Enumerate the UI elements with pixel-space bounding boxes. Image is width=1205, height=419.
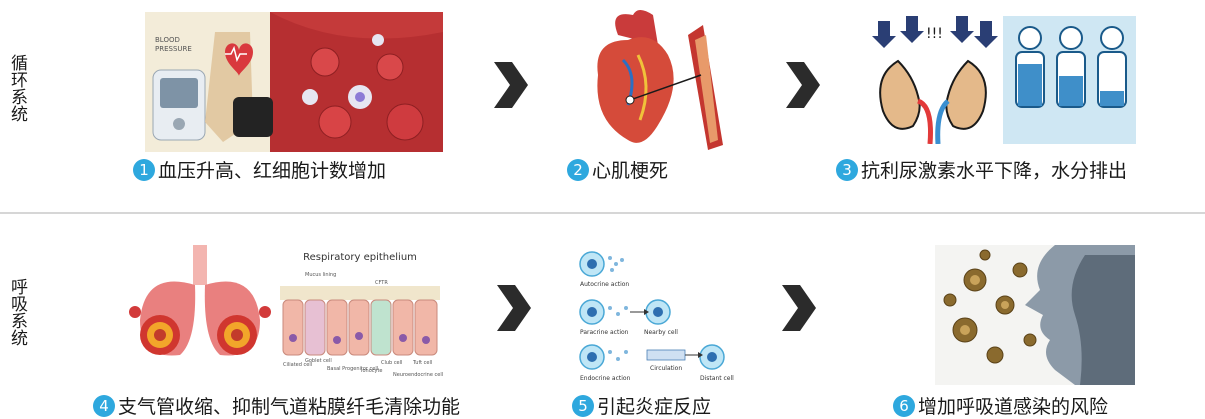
signaling-label-distant: Distant cell bbox=[700, 375, 734, 382]
epithelium-label: Mucus lining bbox=[305, 272, 336, 278]
step-number-badge: 3 bbox=[836, 159, 858, 181]
epithelium-title: Respiratory epithelium bbox=[303, 252, 417, 263]
epithelium-label: Neuroendocrine cell bbox=[393, 372, 443, 378]
step-text: 抗利尿激素水平下降，水分排出 bbox=[861, 156, 1127, 183]
step-text: 心肌梗死 bbox=[592, 156, 668, 183]
cell-signaling-diagram: Autocrine action Paracrine action Nearby… bbox=[572, 242, 742, 387]
step-caption-4: 4 支气管收缩、抑制气道粘膜纤毛清除功能 bbox=[93, 392, 460, 419]
step-text: 血压升高、红细胞计数增加 bbox=[158, 156, 386, 183]
bp-label-line1: BLOOD bbox=[155, 36, 180, 44]
system-label-respiratory: 呼吸系统 bbox=[6, 278, 30, 346]
step-number-badge: 5 bbox=[572, 395, 594, 417]
step-number-badge: 2 bbox=[567, 159, 589, 181]
epithelium-label: Goblet cell bbox=[305, 358, 332, 364]
svg-text:!!!: !!! bbox=[926, 26, 943, 42]
signaling-label-paracrine: Paracrine action bbox=[580, 329, 629, 336]
virus-inhalation-illustration bbox=[935, 245, 1135, 385]
signaling-label-circulation: Circulation bbox=[650, 365, 682, 372]
system-label-circulatory: 循环系统 bbox=[6, 54, 30, 122]
epithelium-label: Ionocyte bbox=[361, 368, 383, 374]
system-label-text: 循环系统 bbox=[6, 54, 27, 122]
step-caption-5: 5 引起炎症反应 bbox=[572, 392, 711, 419]
step-caption-6: 6 增加呼吸道感染的风险 bbox=[893, 392, 1108, 419]
signaling-label-autocrine: Autocrine action bbox=[580, 281, 629, 288]
arrow-right-icon bbox=[782, 60, 822, 110]
step-text: 引起炎症反应 bbox=[597, 392, 711, 419]
step-number-badge: 1 bbox=[133, 159, 155, 181]
signaling-label-endocrine: Endocrine action bbox=[580, 375, 631, 382]
respiratory-epithelium-diagram: Respiratory epithelium Mucus lining CFTR… bbox=[275, 248, 445, 385]
epithelium-label: Club cell bbox=[381, 360, 402, 366]
step-number-badge: 4 bbox=[93, 395, 115, 417]
arrow-right-icon bbox=[490, 60, 530, 110]
epithelium-label: Tuft cell bbox=[412, 360, 432, 366]
arrow-right-icon bbox=[778, 283, 818, 333]
system-label-text: 呼吸系统 bbox=[6, 278, 27, 346]
step-caption-2: 2 心肌梗死 bbox=[567, 156, 668, 183]
kidney-hormone-illustration: !!! bbox=[868, 16, 1136, 144]
epithelium-label: CFTR bbox=[375, 280, 388, 286]
step-text: 增加呼吸道感染的风险 bbox=[918, 392, 1108, 419]
step-caption-1: 1 血压升高、红细胞计数增加 bbox=[133, 156, 386, 183]
section-divider bbox=[0, 212, 1205, 214]
bp-label-line2: PRESSURE bbox=[155, 45, 192, 53]
arrow-right-icon bbox=[493, 283, 533, 333]
lungs-illustration bbox=[125, 240, 275, 370]
step-caption-3: 3 抗利尿激素水平下降，水分排出 bbox=[836, 156, 1127, 183]
blood-pressure-illustration: BLOOD PRESSURE bbox=[145, 12, 443, 152]
signaling-label-nearby: Nearby cell bbox=[644, 329, 678, 336]
heart-illustration bbox=[578, 5, 738, 155]
step-text: 支气管收缩、抑制气道粘膜纤毛清除功能 bbox=[118, 392, 460, 419]
step-number-badge: 6 bbox=[893, 395, 915, 417]
